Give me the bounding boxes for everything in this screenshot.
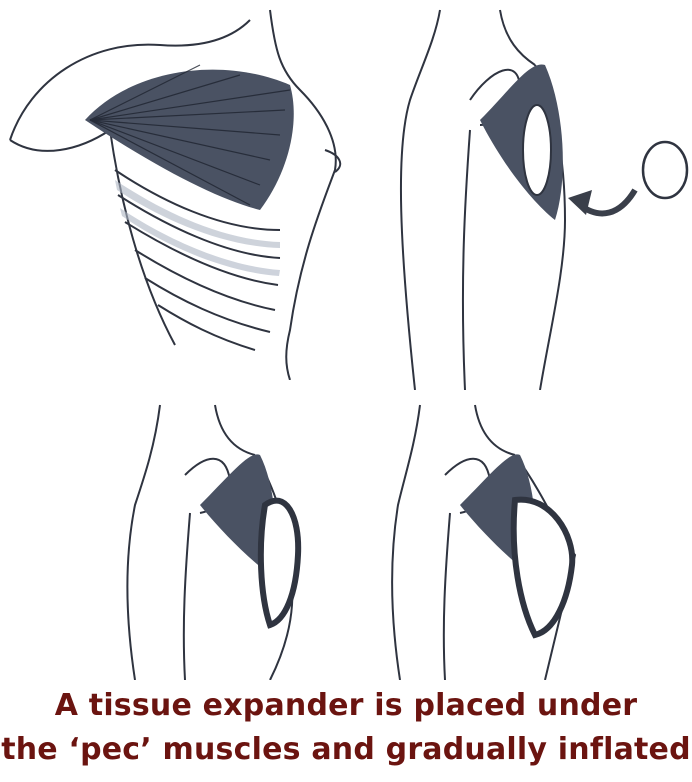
expander-pocket bbox=[523, 105, 551, 195]
caption-line-1: A tissue expander is placed under bbox=[0, 688, 692, 724]
tissue-expander bbox=[514, 500, 573, 635]
caption-line-2: the ‘pec’ muscles and gradually inflated bbox=[0, 732, 692, 768]
tissue-expander bbox=[643, 142, 687, 198]
pectoral-muscle bbox=[85, 65, 294, 210]
chest-anatomy-drawing bbox=[0, 0, 360, 380]
insertion-arrow bbox=[568, 190, 635, 215]
expander-insertion-drawing bbox=[380, 0, 692, 390]
expander-full-drawing bbox=[380, 395, 610, 680]
expander-partial-drawing bbox=[110, 395, 330, 680]
